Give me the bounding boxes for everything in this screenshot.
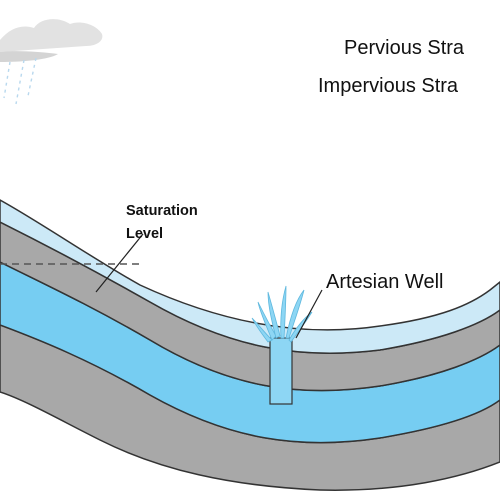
cloud-icon xyxy=(0,19,103,62)
legend-impervious-label: Impervious Stra xyxy=(318,75,459,97)
saturation-label-line2: Level xyxy=(126,226,163,242)
artesian-well-label: Artesian Well xyxy=(326,271,443,293)
legend-pervious-label: Pervious Stra xyxy=(344,37,465,59)
artesian-leader-line xyxy=(295,289,323,339)
saturation-label-line1: Saturation xyxy=(126,203,198,219)
artesian-well-pipe xyxy=(269,337,293,405)
rain-icon xyxy=(3,57,37,105)
saturation-leader-line xyxy=(95,233,144,293)
